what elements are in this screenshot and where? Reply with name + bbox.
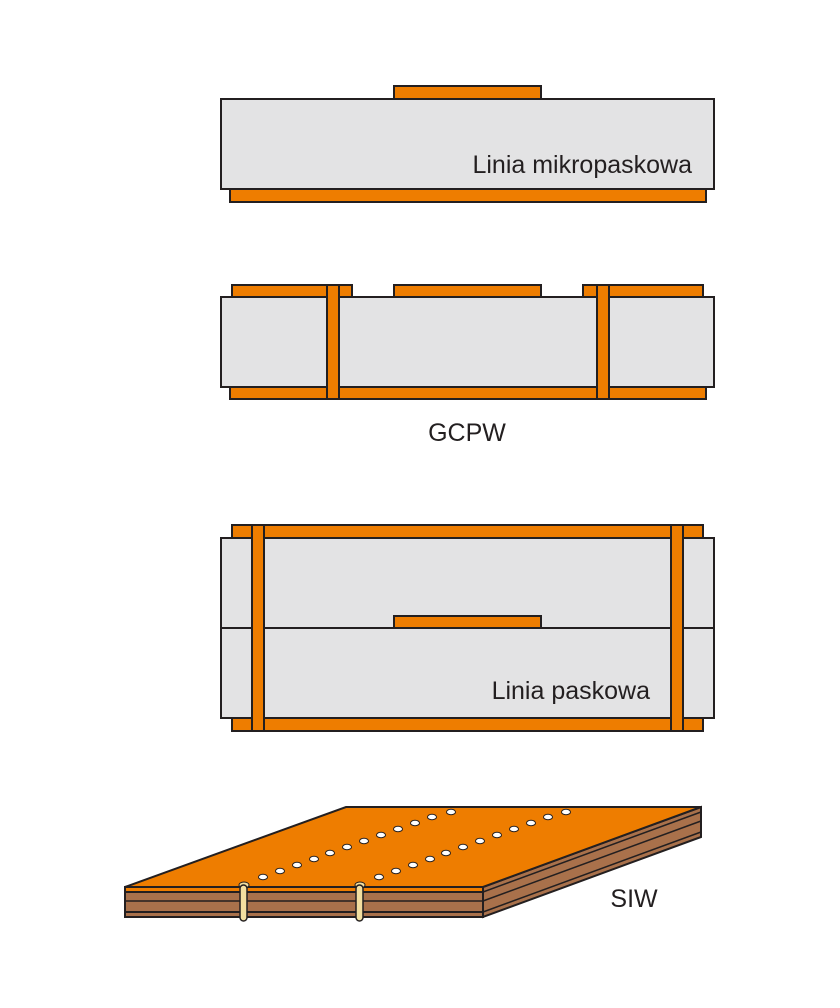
siw-label: SIW bbox=[610, 885, 658, 913]
microstrip-ground-plane bbox=[229, 188, 707, 203]
stripline-substrate-bottom bbox=[220, 627, 715, 719]
microstrip-substrate bbox=[220, 98, 715, 190]
microstrip-label: Linia mikropaskowa bbox=[472, 151, 692, 179]
microstrip-signal-strip bbox=[393, 85, 542, 100]
gcpw-substrate bbox=[220, 296, 715, 388]
siw-front-via-right bbox=[355, 884, 364, 922]
stripline-top-ground bbox=[231, 524, 704, 539]
siw-3d-view bbox=[124, 805, 702, 919]
stripline-via-left bbox=[251, 524, 265, 732]
gcpw-label: GCPW bbox=[428, 419, 506, 447]
siw-via-row-right bbox=[354, 808, 571, 889]
microstrip-cross-section bbox=[220, 85, 715, 203]
gcpw-signal-strip bbox=[393, 284, 542, 298]
stripline-substrate-top bbox=[220, 537, 715, 629]
siw-via-row-left bbox=[238, 808, 456, 889]
stripline-cross-section bbox=[220, 524, 715, 732]
stripline-signal-strip bbox=[393, 615, 542, 629]
stripline-bottom-ground bbox=[231, 717, 704, 732]
stripline-label: Linia paskowa bbox=[492, 677, 651, 705]
gcpw-via-left bbox=[326, 284, 340, 400]
siw-front-copper-bottom bbox=[124, 911, 484, 918]
stripline-via-right bbox=[670, 524, 684, 732]
siw-front-substrate bbox=[124, 891, 484, 913]
gcpw-top-ground-right bbox=[582, 284, 704, 298]
gcpw-cross-section bbox=[220, 284, 715, 400]
gcpw-top-ground-left bbox=[231, 284, 353, 298]
gcpw-bottom-ground bbox=[229, 386, 707, 400]
siw-front-via-left bbox=[239, 884, 248, 922]
gcpw-via-right bbox=[596, 284, 610, 400]
